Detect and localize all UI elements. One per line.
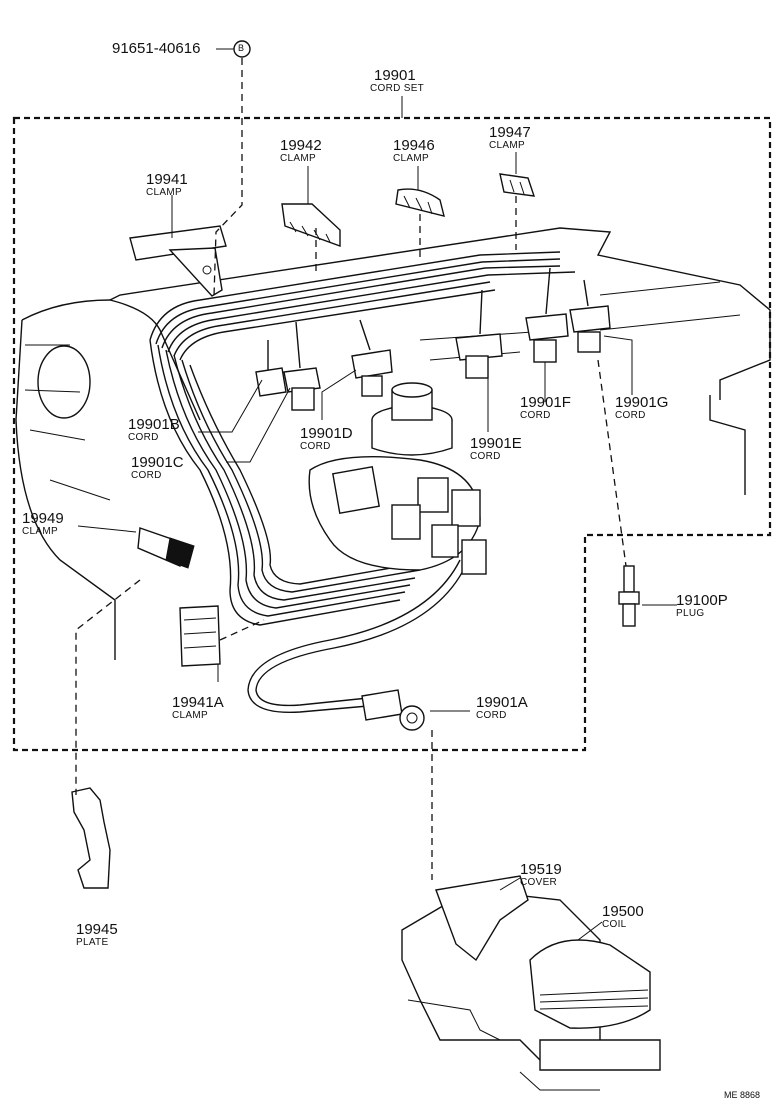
distributor <box>308 382 487 575</box>
wire-harness <box>149 251 576 714</box>
callout-letter-b: B <box>238 43 245 53</box>
plate-19945-shape <box>71 787 111 889</box>
label-19901d-name: CORD <box>300 441 331 452</box>
clamp-19947-shape <box>499 173 536 197</box>
label-19519-number: 19519 <box>520 861 562 878</box>
label-19901e-number: 19901E <box>470 435 522 452</box>
ignition-coil-assembly <box>401 875 661 1091</box>
label-19947-name: CLAMP <box>489 140 525 151</box>
clamp-19941A-shape <box>179 605 221 667</box>
label-19901f-name: CORD <box>520 410 551 421</box>
label-19941a-name: CLAMP <box>172 710 208 721</box>
label-19519-name: COVER <box>520 877 558 888</box>
label-19949-name: CLAMP <box>22 526 58 537</box>
pulley <box>37 345 91 419</box>
label-19942-number: 19942 <box>280 137 322 154</box>
label-19941a-number: 19941A <box>172 694 224 711</box>
label-19901g-number: 19901G <box>615 394 669 411</box>
label-19947-number: 19947 <box>489 124 531 141</box>
callout-circle-b <box>233 40 251 58</box>
label-19901b-name: CORD <box>128 432 159 443</box>
spark-plug-shape <box>618 565 640 627</box>
label-19901-name: CORD SET <box>370 83 425 94</box>
label-19100p-number: 19100P <box>676 592 728 609</box>
label-19901e-name: CORD <box>470 451 501 462</box>
label-19901d-number: 19901D <box>300 425 353 442</box>
label-19946-number: 19946 <box>393 137 435 154</box>
label-19941-name: CLAMP <box>146 187 182 198</box>
label-19941-number: 19941 <box>146 171 188 188</box>
cord-set-boundary <box>12 116 772 752</box>
label-19942-name: CLAMP <box>280 153 316 164</box>
clamp-19942-shape <box>281 203 341 247</box>
clamp-19941-shape <box>129 225 227 297</box>
clamp-19949-shape <box>137 527 195 569</box>
figure-reference: ME 8868 <box>724 1090 761 1100</box>
label-19901f-number: 19901F <box>520 394 571 411</box>
clamp-19946-shape <box>395 188 445 217</box>
label-91651-number: 91651-40616 <box>112 40 201 57</box>
label-19945-number: 19945 <box>76 921 118 938</box>
label-19901c-number: 19901C <box>131 454 184 471</box>
label-19901a-number: 19901A <box>476 694 528 711</box>
label-19500-name: COIL <box>602 919 627 930</box>
label-19949-number: 19949 <box>22 510 64 527</box>
label-19901g-name: CORD <box>615 410 646 421</box>
plug-boots <box>255 267 611 411</box>
label-19945-name: PLATE <box>76 937 109 948</box>
label-19500-number: 19500 <box>602 903 644 920</box>
label-19946-name: CLAMP <box>393 153 429 164</box>
label-19901a-name: CORD <box>476 710 507 721</box>
label-19100p-name: PLUG <box>676 608 705 619</box>
label-19901-number: 19901 <box>374 67 416 84</box>
label-19901c-name: CORD <box>131 470 162 481</box>
leader-lines <box>75 48 677 941</box>
coil-wire-end <box>361 689 425 731</box>
label-19901b-number: 19901B <box>128 416 180 433</box>
